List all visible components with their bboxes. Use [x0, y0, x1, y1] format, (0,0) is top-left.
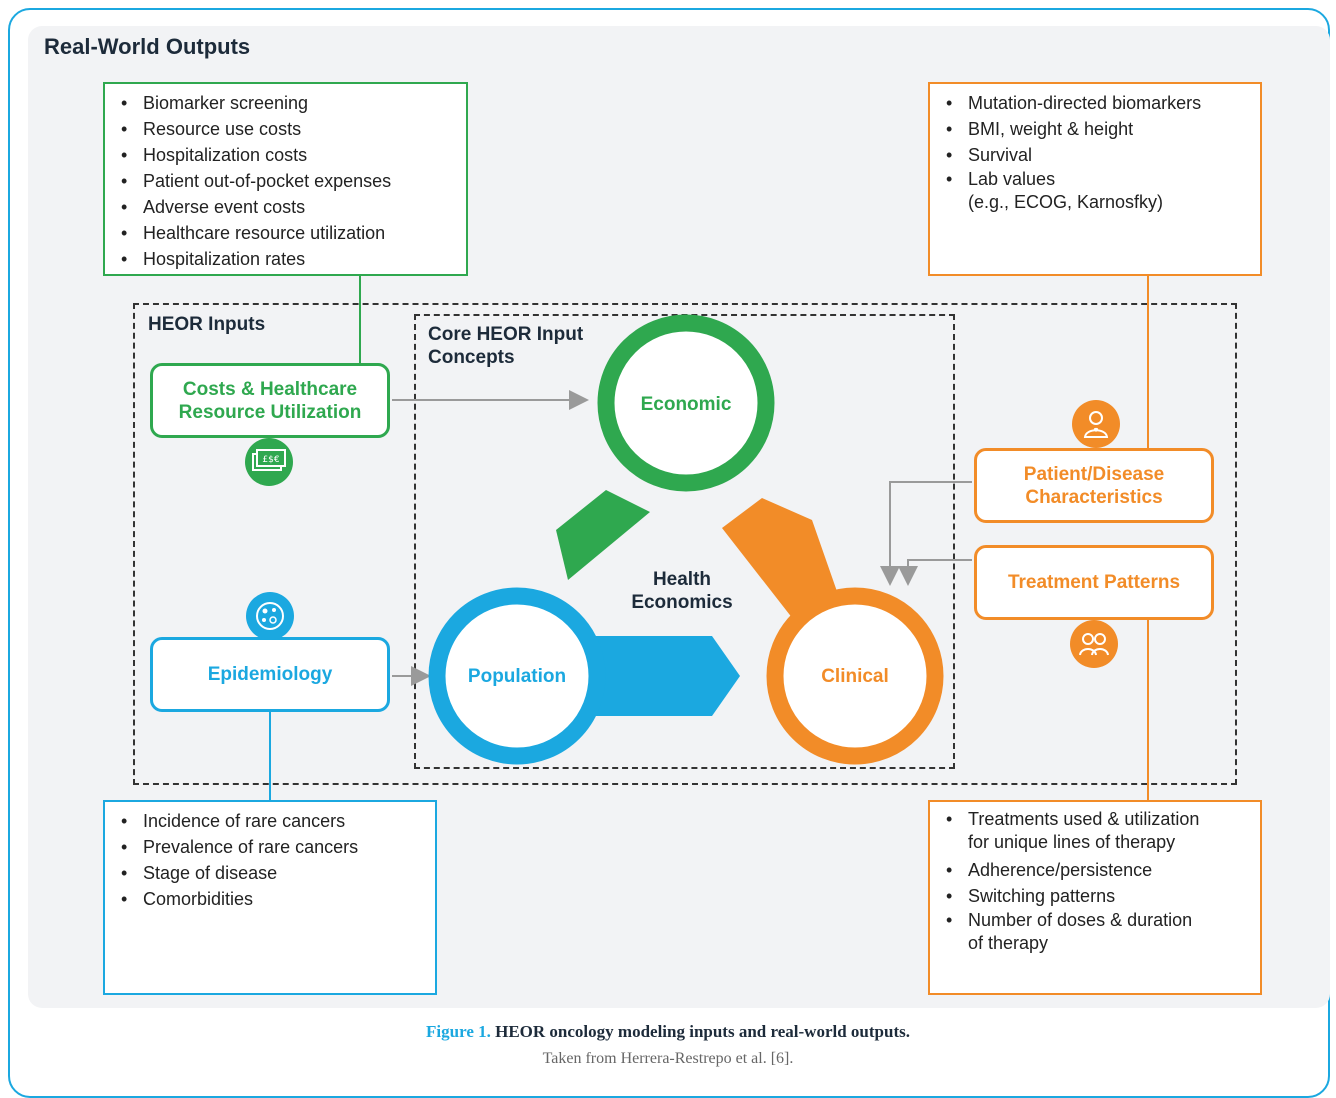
- population-handle: [582, 636, 740, 716]
- list-item: Adverse event costs: [105, 194, 466, 220]
- economic-lens: [597, 314, 775, 492]
- list-item: Resource use costs: [105, 116, 466, 142]
- list-item: Hospitalization costs: [105, 142, 466, 168]
- clinical-lens: [766, 587, 944, 765]
- virus-icon: [246, 592, 294, 640]
- heor-inputs-label: HEOR Inputs: [148, 314, 266, 335]
- list-item: Lab values (e.g., ECOG, Karnosfky): [930, 168, 1260, 214]
- list-item: Patient out-of-pocket expenses: [105, 168, 466, 194]
- money-icon: £$€: [245, 438, 293, 486]
- list-item: Stage of disease: [105, 860, 435, 886]
- figure-caption-text: HEOR oncology modeling inputs and real-w…: [495, 1022, 910, 1041]
- heor-inputs-container: [133, 303, 1237, 785]
- costs-input-box: Costs & Healthcare Resource Utilization: [150, 363, 390, 438]
- treatment-to-clinical-arrow: [898, 559, 972, 586]
- list-item: Comorbidities: [105, 886, 435, 912]
- epidemiology-input-box: Epidemiology: [150, 637, 390, 712]
- list-item: Mutation-directed biomarkers: [930, 90, 1260, 116]
- patient-icon: [1072, 400, 1120, 448]
- patient-to-clinical-arrow: [880, 481, 972, 586]
- lab-values-line1: Lab values: [968, 169, 1056, 189]
- list-item: Adherence/persistence: [930, 857, 1260, 883]
- patient-disease-input-box: Patient/Disease Characteristics: [974, 448, 1214, 523]
- population-lens: [428, 587, 606, 765]
- list-item: BMI, weight & height: [930, 116, 1260, 142]
- list-item: Treatments used & utilization for unique…: [930, 808, 1260, 854]
- diagram-title: Real-World Outputs: [44, 34, 251, 59]
- core-concepts-label: Core HEOR Input Concepts: [428, 324, 584, 368]
- clinical-handle: [722, 498, 840, 628]
- treatment-outputs-box: Treatments used & utilization for unique…: [928, 800, 1262, 995]
- figure-caption: Figure 1. HEOR oncology modeling inputs …: [0, 1022, 1336, 1042]
- clinical-label: Clinical: [821, 666, 889, 687]
- list-item: Survival: [930, 142, 1260, 168]
- list-item: Switching patterns: [930, 883, 1260, 909]
- epi-outputs-box: Incidence of rare cancers Prevalence of …: [103, 800, 437, 995]
- list-item: Biomarker screening: [105, 90, 466, 116]
- svg-text:£$€: £$€: [262, 455, 279, 465]
- lab-values-line2: (e.g., ECOG, Karnosfky): [968, 192, 1164, 212]
- patient-outputs-box: Mutation-directed biomarkers BMI, weight…: [928, 82, 1262, 276]
- figure-source: Taken from Herrera-Restrepo et al. [6].: [542, 1050, 794, 1067]
- population-label: Population: [467, 666, 567, 687]
- list-item: Healthcare resource utilization: [105, 220, 466, 246]
- economic-label: Economic: [640, 394, 732, 415]
- figure-number: Figure 1.: [426, 1022, 491, 1041]
- list-item: Prevalence of rare cancers: [105, 834, 435, 860]
- costs-outputs-box: Biomarker screening Resource use costs H…: [103, 82, 468, 276]
- list-item: Number of doses & duration of therapy: [930, 909, 1260, 955]
- people-icon: [1070, 620, 1118, 668]
- health-economics-label: Health Economics: [631, 569, 733, 613]
- list-item: Incidence of rare cancers: [105, 808, 435, 834]
- list-item: Hospitalization rates: [105, 246, 466, 272]
- treatment-patterns-input-box: Treatment Patterns: [974, 545, 1214, 620]
- economic-handle: [556, 490, 650, 580]
